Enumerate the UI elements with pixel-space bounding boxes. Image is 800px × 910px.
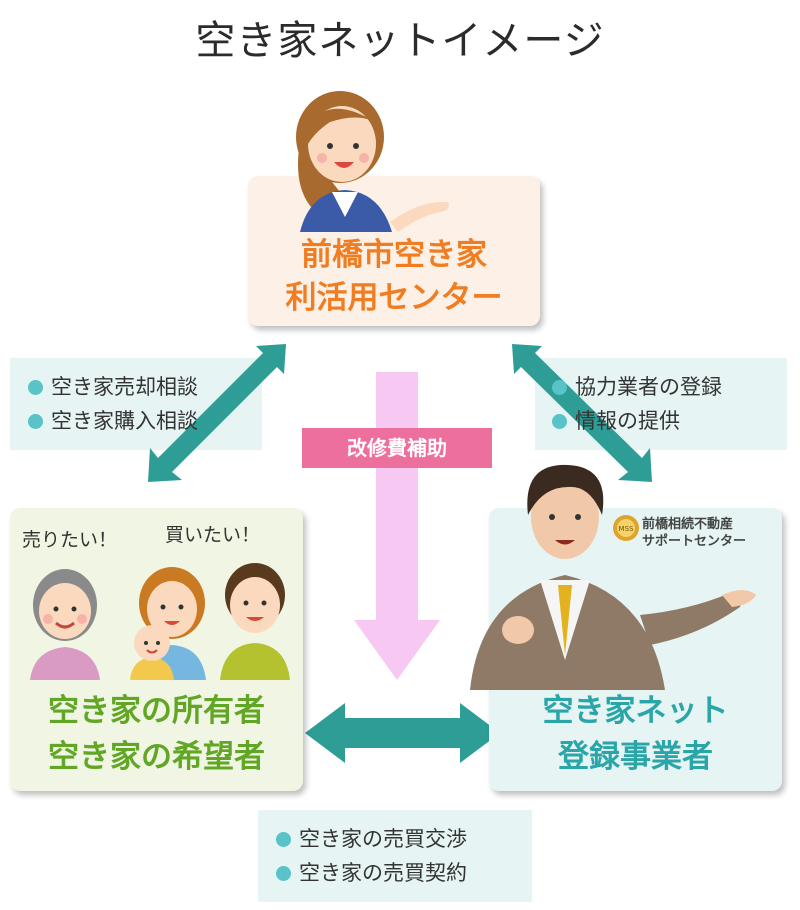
- horizontal-arrow: [305, 703, 500, 763]
- businessman-illustration: [470, 464, 756, 690]
- bullet-icon: [552, 413, 567, 429]
- left-diagonal-arrow: [148, 344, 286, 482]
- staff-woman-illustration: [296, 91, 449, 232]
- bullet-icon: [276, 831, 291, 847]
- list-item: 協力業者の登録: [552, 370, 722, 404]
- page-title: 空き家ネットイメージ: [195, 18, 605, 64]
- baby-figure: [130, 625, 174, 680]
- list-item: 空き家の売買交渉: [276, 822, 467, 856]
- list-item: 空き家売却相談: [28, 370, 198, 404]
- bottom-info-list: 空き家の売買交渉 空き家の売買契約: [276, 822, 467, 890]
- bullet-icon: [28, 379, 43, 395]
- speech-sell: 売りたい！: [22, 529, 118, 551]
- company-logo-text: 前橋相続不動産 サポートセンター: [642, 517, 747, 549]
- center-name: 前橋市空き家 利活用センター: [285, 237, 503, 316]
- father-figure: [220, 563, 290, 680]
- owner-name: 空き家の所有者 空き家の希望者: [48, 693, 265, 775]
- subsidy-arrow: [354, 372, 440, 680]
- grandma-figure: [30, 569, 100, 680]
- list-item: 空き家の売買契約: [276, 856, 467, 890]
- right-diagonal-arrow: [512, 344, 652, 482]
- right-info-list: 協力業者の登録 情報の提供: [552, 370, 722, 438]
- speech-buy: 買いたい！: [165, 524, 261, 546]
- family-illustration: [30, 563, 290, 680]
- bullet-icon: [276, 865, 291, 881]
- emblem-text: MSS: [619, 525, 634, 533]
- subsidy-label: 改修費補助: [302, 428, 492, 468]
- dealer-name: 空き家ネット 登録事業者: [542, 693, 729, 775]
- bottom-info-panel: [258, 810, 532, 902]
- company-emblem-icon: MSS: [613, 515, 639, 541]
- bullet-icon: [552, 379, 567, 395]
- left-info-list: 空き家売却相談 空き家購入相談: [28, 370, 198, 438]
- center-node: [248, 176, 540, 326]
- list-item: 情報の提供: [552, 404, 722, 438]
- list-item: 空き家購入相談: [28, 404, 198, 438]
- bullet-icon: [28, 413, 43, 429]
